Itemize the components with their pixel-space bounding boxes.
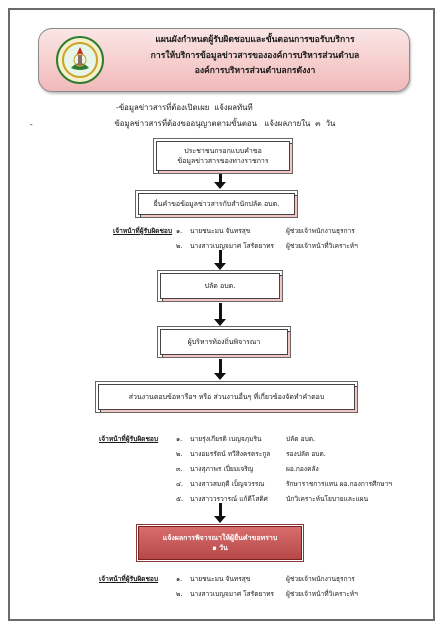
staff-role: ผู้ช่วยเจ้าพนักงานธุรการ xyxy=(286,575,355,583)
title-line: แผนผังกำหนดผู้รับผิดชอบและขั้นตอนการขอรั… xyxy=(155,35,355,45)
staff-role: ผู้ช่วยเจ้าหน้าที่วิเคราะห์ฯ xyxy=(286,242,358,250)
responsible-row: ๑. นายชนะมน จันทรสุข ผู้ช่วยเจ้าพนักงานธุร… xyxy=(176,573,355,584)
responsible-heading: เจ้าหน้าที่ผู้รับผิดชอบ xyxy=(113,227,173,235)
document-title: แผนผังกำหนดผู้รับผิดชอบและขั้นตอนการขอรั… xyxy=(110,33,400,80)
row-number: ๒. xyxy=(176,450,183,458)
page-border xyxy=(8,8,435,621)
flow-arrow xyxy=(219,359,222,374)
staff-name: นางสุภาพร เปี่ยมเจริญ xyxy=(190,465,254,473)
flow-arrow xyxy=(219,503,222,517)
staff-name: นางสาววรวารณ์ แก้ดีโสติศ xyxy=(190,495,268,503)
responsible-row: ๒. นางอมรรัตน์ ทวีสิงครตระกูล รองปลัด อบต. xyxy=(176,448,326,459)
staff-role: นักวิเคราะห์นโยบายและแผน xyxy=(286,495,369,503)
responsible-row: ๓. นางสุภาพร เปี่ยมเจริญ ผอ.กองคลัง xyxy=(176,463,319,474)
staff-role: รองปลัด อบต. xyxy=(286,450,326,458)
responsible-row: ๒. นางสาวเบญจมาศ โสรัตยาทร ผู้ช่วยเจ้าหน้า… xyxy=(176,588,358,599)
flow-arrow xyxy=(219,174,222,183)
staff-name: นางสาวสมฤดี เบ็ญจวรรณ xyxy=(190,480,265,488)
responsible-row: ๕. นางสาววรวารณ์ แก้ดีโสติศ นักวิเคราะห์นโ… xyxy=(176,493,368,504)
row-number: ๒. xyxy=(176,590,183,598)
step-text: ๑ วัน xyxy=(212,544,228,552)
step-notify-result: แจ้งผลการพิจารณาให้ผู้ยื่นคำขอทราบ ๑ วัน xyxy=(136,524,304,562)
staff-name: นายชนะมน จันทรสุข xyxy=(190,227,251,235)
step-chief-administrator: ปลัด อบต. xyxy=(157,270,283,302)
responsible-heading: เจ้าหน้าที่ผู้รับผิดชอบ xyxy=(99,575,159,583)
row-number: ๔. xyxy=(176,480,184,488)
title-line: การให้บริการข้อมูลข่าวสารขององค์การบริหา… xyxy=(150,50,360,61)
staff-name: นางสาวเบญจมาศ โสรัตยาทร xyxy=(190,242,274,250)
step-text: ข้อมูลข่าวสารของทางราชการ xyxy=(177,157,269,165)
staff-name: นางสาวเบญจมาศ โสรัตยาทร xyxy=(190,590,274,598)
responsible-row: ๒. นางสาวเบญจมาศ โสรัตยาทร ผู้ช่วยเจ้าหน้า… xyxy=(176,240,358,251)
flow-arrow xyxy=(219,303,222,320)
step-submit-request: ประชาชนกรอกแบบคำขอ ข้อมูลข่าวสารของทางรา… xyxy=(153,138,293,174)
row-number: ๒. xyxy=(176,242,183,250)
step-executive-review: ผู้บริหารท้องถิ่นพิจารณา xyxy=(157,326,291,358)
row-number: ๑. xyxy=(176,435,183,443)
staff-role: รักษาราชการแทน ผอ.กองการศึกษาฯ xyxy=(286,480,392,488)
arrow-down-icon xyxy=(214,263,226,270)
staff-name: นายชนะมน จันทรสุข xyxy=(190,575,251,583)
step-file-request: ยื่นคำขอข้อมูลข่าวสารกับสำนักปลัด อบต. xyxy=(135,190,298,218)
step-text: แจ้งผลการพิจารณาให้ผู้ยื่นคำขอทราบ xyxy=(162,534,278,542)
staff-name: นายรุ่งเกียรติ เบญจภุมริน xyxy=(190,435,262,443)
organization-seal-icon xyxy=(56,36,104,84)
responsible-heading: เจ้าหน้าที่ผู้รับผิดชอบ xyxy=(99,435,159,443)
info-line-three-days: ข้อมูลข่าวสารที่ต้องขออนุญาตตามขั้นตอน แ… xyxy=(112,119,336,128)
row-number: ๑. xyxy=(176,575,183,583)
title-line: องค์การบริหารส่วนตำบลกรดังงา xyxy=(194,66,316,76)
staff-name: นางอมรรัตน์ ทวีสิงครตระกูล xyxy=(190,450,271,458)
row-number: ๓. xyxy=(176,465,183,473)
responsible-row: ๑. นายชนะมน จันทรสุข ผู้ช่วยเจ้าพนักงานธุร… xyxy=(176,225,355,236)
step-text: ประชาชนกรอกแบบคำขอ xyxy=(184,147,262,155)
row-number: ๑. xyxy=(176,227,183,235)
staff-role: ปลัด อบต. xyxy=(286,435,316,443)
arrow-down-icon xyxy=(214,182,226,189)
arrow-down-icon xyxy=(214,319,226,326)
info-line-immediate: -ข้อมูลข่าวสารที่ต้องเปิดเผย แจ้งผลทันที xyxy=(116,103,253,112)
responsible-row: ๔. นางสาวสมฤดี เบ็ญจวรรณ รักษาราชการแทน ผอ… xyxy=(176,478,392,489)
responsible-row: ๑. นายรุ่งเกียรติ เบญจภุมริน ปลัด อบต. xyxy=(176,433,315,444)
arrow-down-icon xyxy=(214,516,226,523)
arrow-down-icon xyxy=(214,373,226,380)
staff-role: ผู้ช่วยเจ้าพนักงานธุรการ xyxy=(286,227,355,235)
flow-arrow xyxy=(219,250,222,264)
staff-role: ผู้ช่วยเจ้าหน้าที่วิเคราะห์ฯ xyxy=(286,590,358,598)
row-number: ๕. xyxy=(176,495,184,503)
step-department-response: ส่วนงานตอบข้อหารือฯ หรือ ส่วนงานอื่นๆ ที… xyxy=(95,381,358,413)
staff-role: ผอ.กองคลัง xyxy=(286,465,319,473)
bullet-dash: - xyxy=(30,120,33,129)
